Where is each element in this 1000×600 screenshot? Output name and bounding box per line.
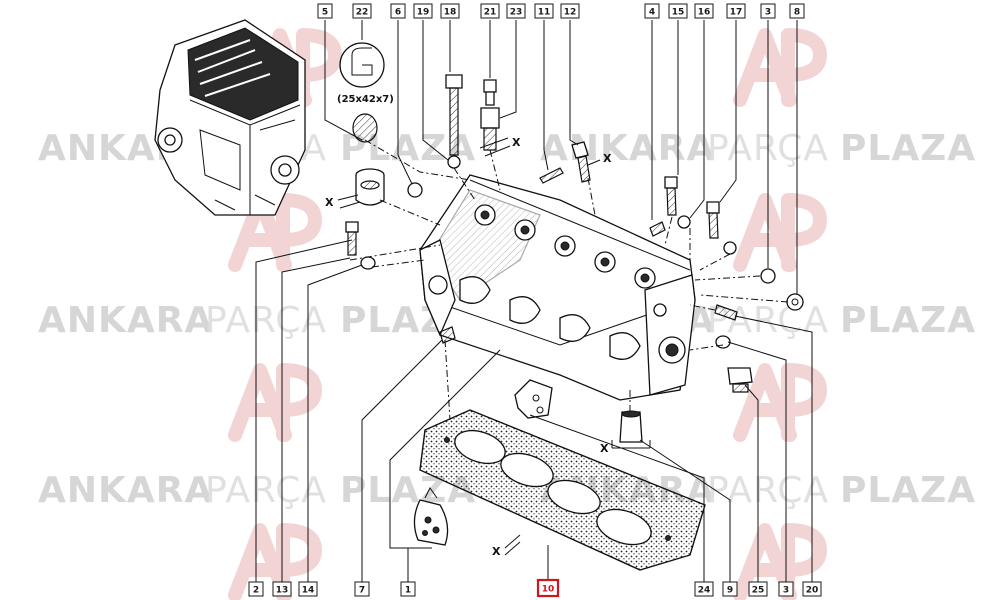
callout-label-14: 14 (298, 581, 318, 597)
x-marker: X (325, 196, 334, 209)
svg-text:19: 19 (417, 8, 430, 18)
callout-label-4: 4 (644, 3, 660, 19)
callout-label-16: 16 (694, 3, 714, 19)
watermark-brand-middle: PARÇA (205, 300, 327, 341)
engine-block-illustration (154, 19, 306, 216)
svg-text:10: 10 (542, 585, 555, 595)
callout-label-9: 9 (722, 581, 738, 597)
callout-label-7: 7 (354, 581, 370, 597)
svg-text:3: 3 (765, 8, 771, 18)
callout-label-13: 13 (272, 581, 292, 597)
svg-text:14: 14 (302, 586, 315, 596)
svg-text:18: 18 (444, 8, 457, 18)
callout-label-23: 23 (506, 3, 526, 19)
svg-text:13: 13 (276, 586, 289, 596)
svg-text:23: 23 (510, 8, 523, 18)
callout-label-2: 2 (248, 581, 264, 597)
leader-lines-top (324, 20, 798, 294)
callout-label-24: 24 (694, 581, 714, 597)
x-markers: X X X X X (325, 136, 651, 558)
callout-label-17: 17 (726, 3, 746, 19)
callout-label-15: 15 (668, 3, 688, 19)
loose-parts (345, 74, 804, 443)
watermark-brand-middle: PARÇA (707, 470, 829, 511)
leader-lines-bottom (255, 239, 813, 582)
svg-text:3: 3 (783, 586, 789, 596)
svg-text:8: 8 (794, 8, 800, 18)
svg-text:6: 6 (395, 8, 401, 18)
svg-text:5: 5 (322, 8, 328, 18)
bottom-labels: 2 13 14 7 1 10 24 9 25 3 20 (248, 578, 822, 598)
callout-label-12: 12 (560, 3, 580, 19)
svg-text:20: 20 (806, 586, 819, 596)
seal-size-annotation: (25x42x7) (337, 94, 394, 105)
callout-label-3-bottom: 3 (778, 581, 794, 597)
watermark-brand-right: PLAZA (840, 128, 976, 169)
callout-label-21: 21 (480, 3, 500, 19)
svg-text:11: 11 (538, 8, 551, 18)
camshaft-seal-detail: (25x42x7) (337, 42, 394, 143)
callout-label-8: 8 (789, 3, 805, 19)
centre-lines (349, 139, 789, 421)
x-marker: X (600, 442, 609, 455)
callout-label-5: 5 (317, 3, 333, 19)
x-marker: X (512, 136, 521, 149)
callout-label-6: 6 (390, 3, 406, 19)
callout-label-19: 19 (413, 3, 433, 19)
x-marker: X (492, 545, 501, 558)
svg-text:16: 16 (698, 8, 711, 18)
cylinder-head (419, 174, 696, 401)
callout-label-1: 1 (400, 581, 416, 597)
callout-label-11: 11 (534, 3, 554, 19)
svg-text:4: 4 (649, 8, 655, 18)
watermark-brand-right: PLAZA (840, 300, 976, 341)
watermark-brand-right: PLAZA (840, 470, 976, 511)
callout-label-25: 25 (748, 581, 768, 597)
svg-text:25: 25 (752, 586, 765, 596)
watermark-brand-left: ANKARA (540, 128, 715, 169)
watermark-brand-middle: PARÇA (205, 470, 327, 511)
svg-text:2: 2 (253, 586, 259, 596)
callout-label-20: 20 (802, 581, 822, 597)
callout-label-10-highlighted: 10 (536, 578, 560, 598)
head-gasket (419, 409, 706, 571)
watermark-brand-left: ANKARA (38, 300, 213, 341)
callout-label-22: 22 (352, 3, 372, 19)
svg-text:9: 9 (727, 586, 733, 596)
fastener-bag (413, 487, 449, 546)
svg-text:17: 17 (730, 8, 743, 18)
svg-text:24: 24 (698, 586, 711, 596)
watermark-brand-left: ANKARA (38, 470, 213, 511)
callout-label-18: 18 (440, 3, 460, 19)
svg-text:21: 21 (484, 8, 497, 18)
svg-text:22: 22 (356, 8, 369, 18)
svg-text:1: 1 (405, 586, 411, 596)
svg-text:7: 7 (359, 586, 365, 596)
top-labels: 5 22 6 19 18 21 23 11 12 4 15 16 17 3 8 (317, 3, 805, 19)
svg-text:12: 12 (564, 8, 577, 18)
callout-label-3-top: 3 (760, 3, 776, 19)
svg-text:15: 15 (672, 8, 685, 18)
x-marker: X (603, 152, 612, 165)
watermark-brand-middle: PARÇA (707, 300, 829, 341)
